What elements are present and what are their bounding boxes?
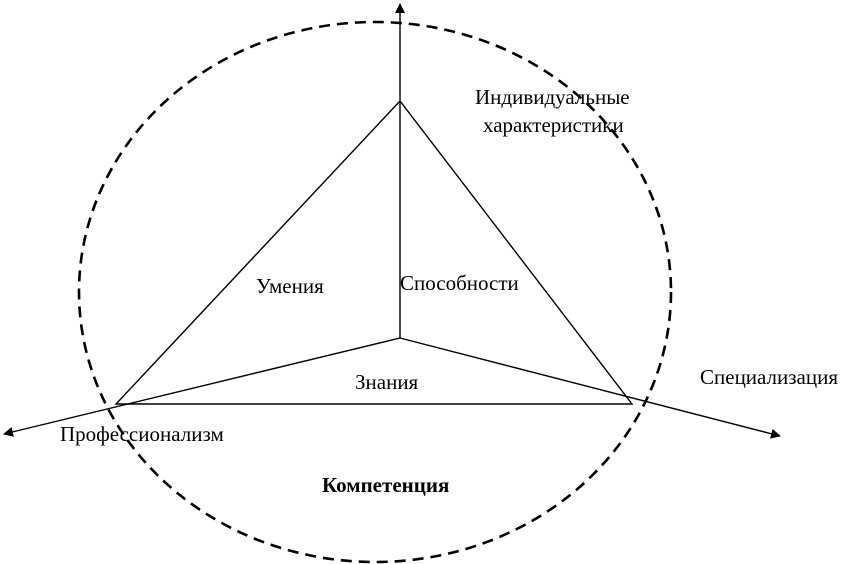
- label-knowledge: Знания: [355, 370, 419, 394]
- competence-triangle: [114, 99, 634, 405]
- label-specialization: Специализация: [700, 365, 838, 389]
- right-axis-arrow: [399, 337, 781, 439]
- label-abilities: Способности: [400, 271, 519, 295]
- label-professionalism: Профессионализм: [60, 422, 224, 446]
- label-competence: Компетенция: [322, 473, 449, 497]
- competence-circle: [77, 20, 673, 564]
- left-axis-arrow: [3, 337, 401, 437]
- label-skills: Умения: [256, 274, 324, 298]
- label-individual-line2: характеристики: [483, 113, 624, 137]
- label-individual-line1: Индивидуальные: [475, 85, 630, 109]
